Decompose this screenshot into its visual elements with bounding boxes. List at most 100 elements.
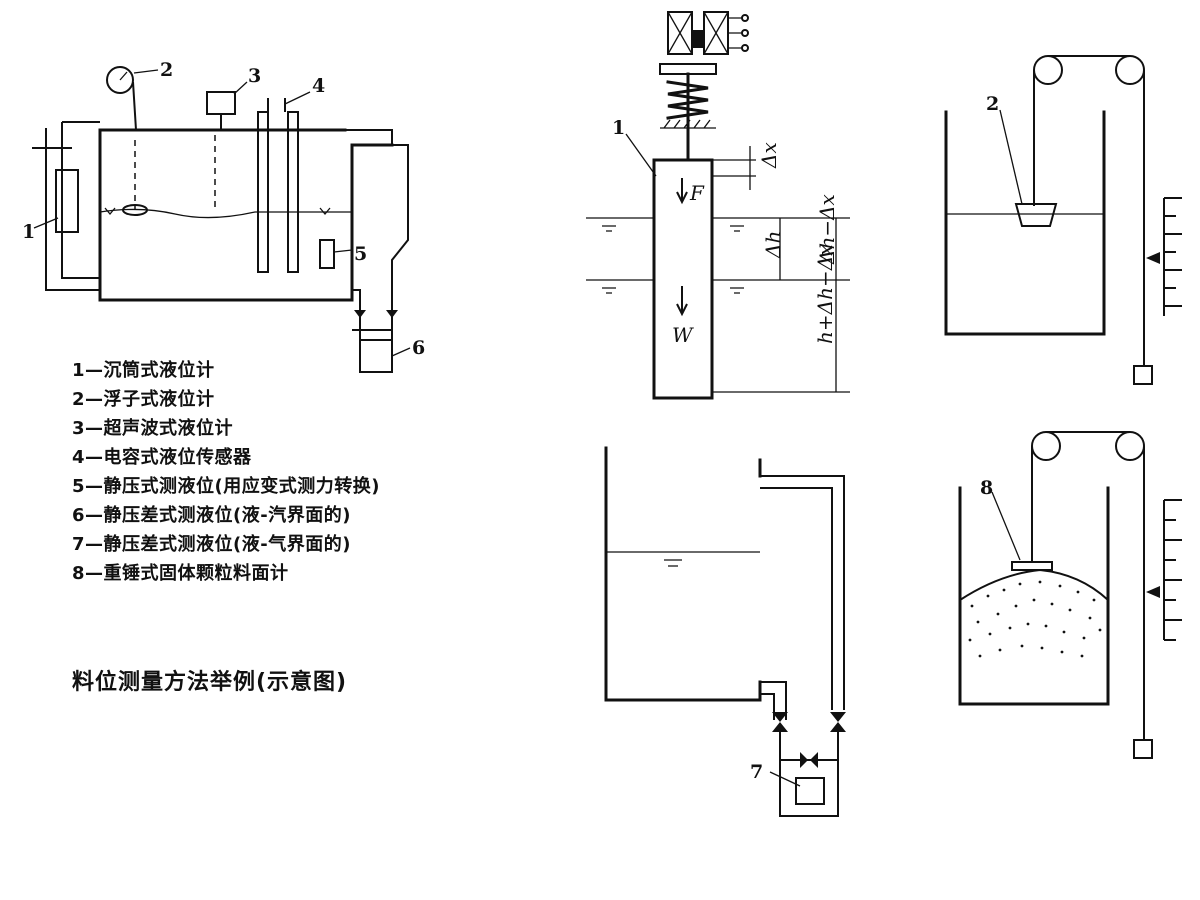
isolation-valves [772, 712, 846, 732]
dp6-impulse-lines [352, 144, 409, 355]
tank-2 [944, 110, 1106, 336]
label-3: 3 [248, 65, 261, 87]
displacer-chamber-inner [61, 121, 100, 279]
displacer-schematic [586, 11, 850, 400]
legend-list: 1—沉筒式液位计 2—浮子式液位计 3—超声波式液位计 4—电容式液位传感器 5… [72, 356, 380, 588]
tank-8 [958, 486, 1110, 706]
dial-needle [119, 71, 128, 81]
capacitive-electrode-right [287, 111, 299, 273]
liquid-surface [99, 208, 352, 219]
leader-8 [991, 491, 1021, 561]
leader-d1 [625, 133, 657, 177]
core [692, 30, 704, 48]
tank-body [98, 128, 394, 302]
float-pulley-schematic: 2 [944, 55, 1182, 385]
plumb-weight-schematic: 8 [958, 431, 1182, 759]
label-1: 1 [22, 221, 35, 243]
plumb-weight-8 [1011, 561, 1053, 571]
leader-f2 [999, 109, 1023, 205]
terminal [741, 14, 749, 22]
displacer-cylinder [652, 158, 714, 400]
label-displacer-1: 1 [612, 117, 625, 139]
level-marks [602, 225, 744, 294]
ultrasonic-sensor [206, 91, 236, 115]
leader-2 [133, 69, 159, 74]
label-dh-dx: Δh−Δx [815, 194, 839, 265]
label-8: 8 [980, 477, 993, 499]
displacer-labels: 1 F W Δx Δh Δh−Δx h+Δh−Δx [612, 117, 839, 347]
scale-8 [1163, 499, 1182, 641]
granular-surface [959, 568, 1109, 601]
leader-5 [333, 249, 353, 253]
dim-dx [712, 146, 756, 190]
capacitive-electrode-left [257, 111, 269, 273]
float-gauge-dial [106, 66, 134, 94]
label-h-total: h+Δh−Δx [813, 245, 837, 344]
spring [666, 80, 709, 120]
coil-leads [728, 17, 742, 49]
pointer-8 [1146, 586, 1160, 598]
cable-2 [1033, 55, 1145, 366]
low-side-line [760, 681, 787, 720]
leader-7 [769, 771, 801, 787]
label-2: 2 [160, 59, 173, 81]
label-W: W [672, 323, 694, 347]
pressure-sensor-5 [319, 239, 335, 269]
granular-material [968, 580, 1102, 658]
dp6-valves [354, 310, 398, 318]
dim-lines [712, 218, 850, 393]
displacer-element [55, 169, 79, 233]
label-float-2: 2 [986, 93, 999, 115]
surface-mark [104, 207, 116, 216]
float-2 [1014, 203, 1058, 227]
equalizing-valve [800, 752, 818, 768]
terminal [741, 44, 749, 52]
legend-item-7: 7—静压差式测液位(液-气界面的) [72, 534, 351, 555]
label-dx: Δx [757, 142, 781, 169]
dp7-transmitter [795, 777, 825, 805]
legend-item-5: 5—静压式测液位(用应变式测力转换) [72, 476, 380, 497]
leader-1 [33, 217, 59, 229]
pulley-left [1033, 55, 1063, 85]
side-vessel-top [345, 129, 393, 145]
leader-3 [233, 81, 248, 95]
counterweight-8 [1133, 739, 1153, 759]
legend-item-2: 2—浮子式液位计 [72, 389, 215, 410]
open-tank-7 [604, 446, 762, 702]
coil-right-cross [703, 11, 729, 55]
level-mark-7 [664, 559, 682, 567]
label-7: 7 [750, 761, 763, 783]
leader-6 [391, 347, 411, 357]
tank-assembly [32, 66, 409, 373]
cable-8 [1031, 431, 1145, 740]
coil-left-cross [667, 11, 693, 55]
terminal [741, 29, 749, 37]
float-body [122, 204, 148, 216]
pulley-right [1115, 55, 1145, 85]
dp7-manifold [779, 732, 839, 817]
high-side-line [760, 475, 845, 710]
leader-4 [284, 91, 311, 105]
dp-level-schematic: 7 [604, 446, 846, 817]
label-4: 4 [312, 75, 325, 97]
counterweight-2 [1133, 365, 1153, 385]
label-dh: Δh [761, 231, 785, 259]
pulley-right-8 [1115, 431, 1145, 461]
legend-item-1: 1—沉筒式液位计 [72, 360, 215, 381]
label-F: F [689, 181, 705, 205]
displacer-chamber-outer [45, 128, 100, 291]
legend-item-4: 4—电容式液位传感器 [72, 447, 252, 468]
pulley-left-8 [1031, 431, 1061, 461]
surface-mark [319, 207, 331, 216]
legend-item-6: 6—静压差式测液位(液-汽界面的) [72, 505, 351, 526]
figure-caption: 料位测量方法举例(示意图) [72, 670, 348, 695]
legend-item-3: 3—超声波式液位计 [72, 418, 234, 439]
left-number-labels: 1 2 3 4 5 6 [22, 59, 425, 359]
force-arrow [676, 178, 688, 205]
float-gauge-stem [132, 81, 137, 131]
label-5: 5 [354, 243, 367, 265]
pointer-2 [1146, 252, 1160, 264]
scale-2 [1163, 197, 1182, 316]
